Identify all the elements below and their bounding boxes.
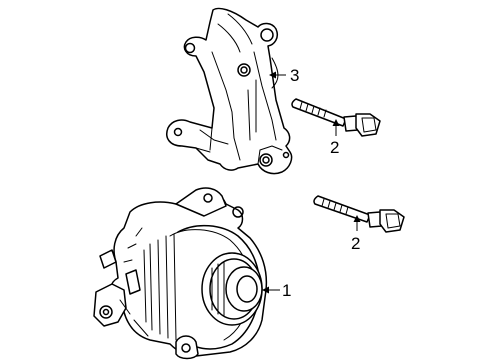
callout-3: 3 bbox=[269, 66, 299, 85]
alternator bbox=[93, 187, 268, 360]
bolt-lower bbox=[313, 195, 405, 233]
callout-1: 1 bbox=[262, 281, 291, 300]
callout-2-upper: 2 bbox=[330, 119, 340, 157]
callout-label-1: 1 bbox=[282, 281, 291, 300]
callout-2-lower: 2 bbox=[351, 215, 361, 253]
callout-label-2-lower: 2 bbox=[351, 234, 360, 253]
bolt-upper bbox=[291, 98, 381, 137]
callout-label-2-upper: 2 bbox=[330, 138, 339, 157]
mounting-bracket bbox=[166, 7, 293, 175]
callout-label-3: 3 bbox=[290, 66, 299, 85]
